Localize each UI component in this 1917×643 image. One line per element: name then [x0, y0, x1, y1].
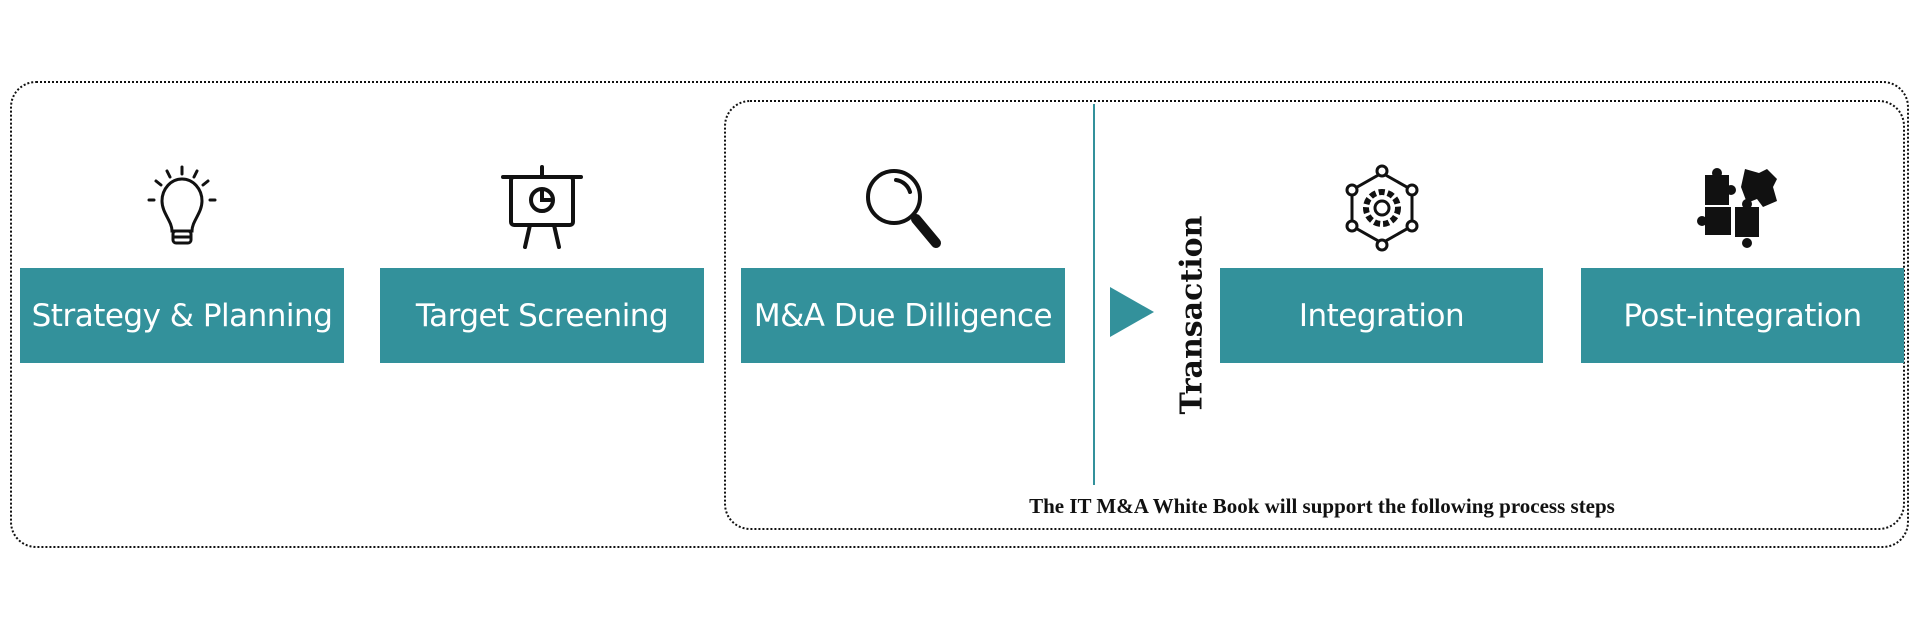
gear-network-icon — [1345, 164, 1419, 252]
process-outer-frame — [10, 81, 1909, 548]
magnifier-icon — [866, 169, 941, 248]
step-label: M&A Due Dilligence — [753, 297, 1053, 334]
step-label: Strategy & Planning — [31, 297, 333, 334]
white-book-scope-frame — [724, 100, 1905, 530]
caption: The IT M&A White Book will support the f… — [1029, 494, 1615, 518]
arrow-right-icon — [1110, 287, 1154, 337]
step-label: Post-integration — [1623, 297, 1862, 334]
puzzle-icon — [1697, 168, 1777, 248]
presentation-board-icon — [501, 165, 583, 249]
lightbulb-icon — [147, 165, 217, 245]
transaction-label: Transaction — [1174, 215, 1210, 415]
step-label: Target Screening — [415, 297, 669, 334]
step-target-screening: Target Screening — [380, 268, 704, 363]
step-due-diligence: M&A Due Dilligence — [741, 268, 1065, 363]
step-integration: Integration — [1220, 268, 1543, 363]
step-post-integration: Post-integration — [1581, 268, 1904, 363]
step-label: Integration — [1298, 297, 1465, 334]
step-strategy-planning: Strategy & Planning — [20, 268, 344, 363]
transaction-divider — [1093, 104, 1095, 485]
